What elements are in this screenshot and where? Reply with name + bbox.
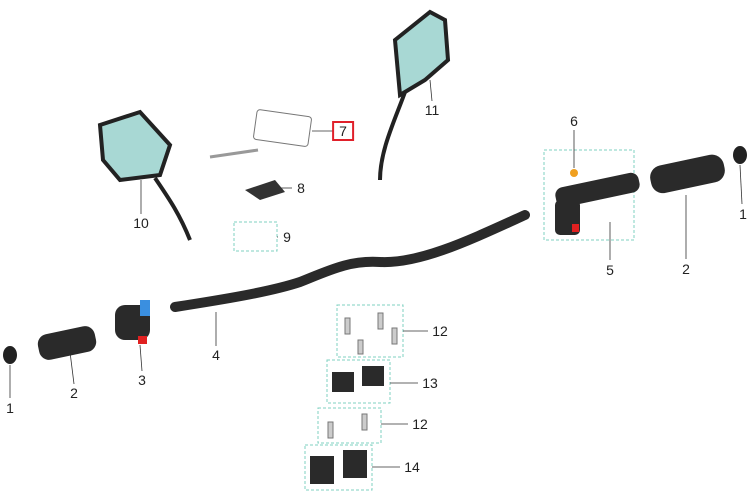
callout-box-14 <box>304 444 373 491</box>
callout-label: 6 <box>570 113 578 129</box>
bracket <box>245 180 285 200</box>
callout-box-13 <box>326 359 391 404</box>
left-switch-red-button <box>138 336 147 344</box>
leader-lines <box>9 79 743 468</box>
mirror-right <box>392 9 451 99</box>
callout-label: 12 <box>432 323 448 339</box>
mirror-left-stem <box>153 176 192 241</box>
grip-right <box>650 154 725 194</box>
handlebar <box>170 210 530 312</box>
bolts <box>327 312 398 439</box>
callout-label: 4 <box>212 347 220 363</box>
callout-label: 5 <box>606 262 614 278</box>
callout-label: 14 <box>404 459 420 475</box>
left-switch-blue-button <box>140 300 150 316</box>
callout-label: 2 <box>70 385 78 401</box>
grip-end-left <box>3 346 17 364</box>
clamps <box>310 366 384 484</box>
grip-end-right <box>733 146 747 164</box>
callout-label: 11 <box>424 102 440 118</box>
grip-left <box>37 326 97 360</box>
callout-label-highlighted: 7 <box>332 121 354 141</box>
callout-label: 2 <box>682 261 690 277</box>
callout-label: 10 <box>133 215 149 231</box>
callout-label: 9 <box>283 229 291 245</box>
callout-label: 1 <box>739 206 747 222</box>
mirror-right-stem <box>378 91 407 181</box>
throttle-assembly <box>555 172 640 208</box>
callout-label: 1 <box>6 400 14 416</box>
module <box>253 109 312 147</box>
callout-box-9 <box>233 221 278 252</box>
callout-box-5 <box>543 149 635 241</box>
module-cable <box>209 148 259 159</box>
callout-box-12b <box>317 407 382 444</box>
mirror-left <box>97 109 173 183</box>
callout-label: 8 <box>297 180 305 196</box>
callout-label: 12 <box>412 416 428 432</box>
throttle-red-button <box>572 224 579 232</box>
callout-label: 3 <box>138 372 146 388</box>
throttle-knob <box>570 169 578 177</box>
callout-label: 13 <box>422 375 438 391</box>
